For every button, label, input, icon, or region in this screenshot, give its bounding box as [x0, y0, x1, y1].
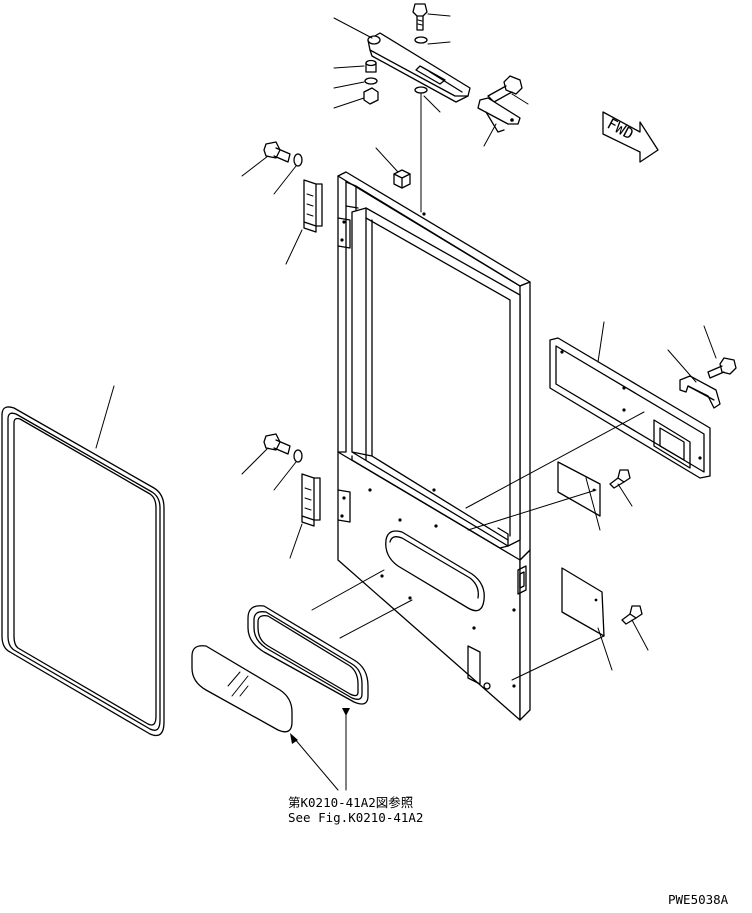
leader-lines: [95, 13, 717, 791]
door-panel: [337, 171, 531, 721]
upper-cover-screw: [609, 469, 631, 489]
lower-hinge: [301, 473, 321, 527]
figure-id: PWE5038A: [668, 892, 729, 907]
upper-washer: [414, 36, 428, 44]
lower-washer: [414, 86, 428, 94]
fwd-arrow: FWD: [602, 111, 659, 163]
lower-hinge-bolt: [263, 433, 303, 463]
reference-note-en: See Fig.K0210-41A2: [288, 810, 423, 825]
reference-note-jp: 第K0210-41A2図参照: [288, 795, 413, 810]
small-window-seal: [247, 605, 369, 705]
door-handle: [679, 375, 721, 409]
upper-bolt: [412, 3, 428, 31]
upper-hinge: [303, 179, 323, 233]
handle-bolt: [707, 357, 737, 379]
side-bolt: [487, 75, 523, 103]
lower-cover-plate: [561, 567, 605, 637]
inner-trim-panel: [549, 337, 711, 479]
stack-washer: [364, 77, 378, 85]
small-window-glass: [191, 645, 293, 733]
stack-nut-2: [363, 87, 379, 105]
upper-stay-bracket: [367, 32, 471, 103]
lock-plate: [477, 97, 521, 133]
stack-nut-1: [365, 59, 377, 73]
upper-hinge-bolt: [263, 141, 303, 167]
window-glass-seal: [1, 406, 165, 737]
rubber-stopper: [393, 169, 411, 189]
lower-cover-screw: [621, 605, 643, 625]
